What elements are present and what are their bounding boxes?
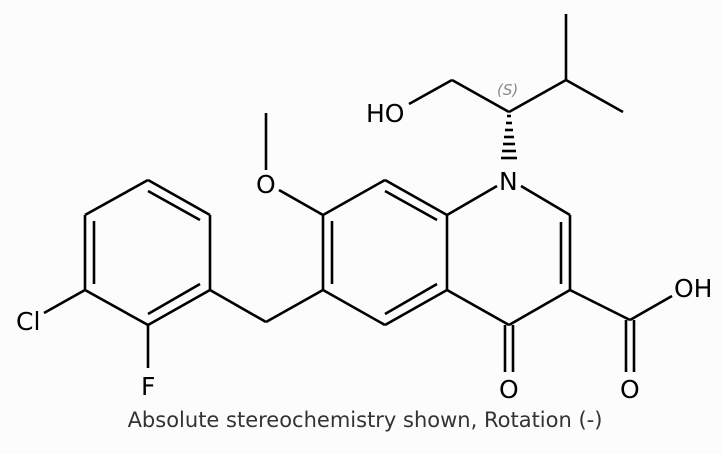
carboxyl-oh-label: OH: [674, 274, 712, 303]
ketone-oxygen-label: O: [499, 375, 519, 404]
caption: Absolute stereochemistry shown, Rotation…: [127, 408, 603, 432]
carboxyl-oxygen-label: O: [620, 375, 640, 404]
hashed-wedge-bond: [501, 114, 517, 160]
fluorine-label: F: [141, 372, 155, 401]
chlorofluorophenyl-ring: [83, 178, 212, 327]
hydroxyl-label: HO: [366, 99, 404, 128]
methoxy-oxygen-label: O: [256, 170, 276, 199]
quinolone-ring-a: [321, 178, 449, 327]
chlorine-label: Cl: [16, 307, 40, 336]
quinolone-ring-b: [446, 184, 572, 327]
stereo-descriptor: (S): [497, 81, 518, 99]
nitrogen-label: N: [499, 167, 518, 196]
